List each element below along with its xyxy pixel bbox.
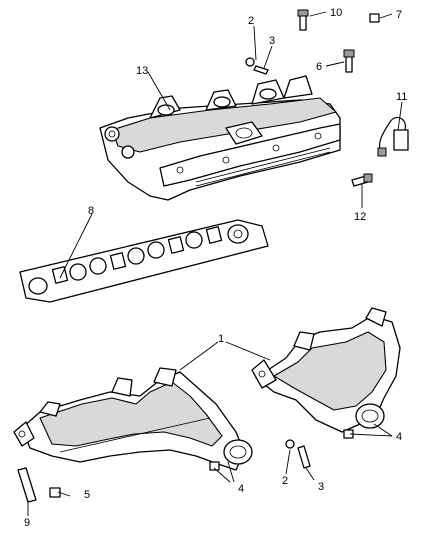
callout-8: 8 — [88, 205, 94, 217]
manifold-gasket — [19, 219, 269, 303]
callout-labels: 2 3 10 7 6 13 11 12 8 1 4 4 2 3 5 9 — [24, 7, 407, 529]
fasteners — [17, 9, 409, 503]
callout-3-top: 3 — [269, 35, 275, 47]
callout-7: 7 — [396, 9, 402, 21]
intake-manifold — [99, 75, 341, 201]
callout-5: 5 — [84, 489, 90, 501]
callout-4-left: 4 — [238, 483, 244, 495]
callout-2-bottom: 2 — [282, 475, 288, 487]
callout-13: 13 — [136, 65, 148, 77]
callout-2-top: 2 — [248, 15, 254, 27]
callout-9: 9 — [24, 517, 30, 529]
callout-6: 6 — [316, 61, 322, 73]
callout-4-right: 4 — [396, 431, 402, 443]
exhaust-manifold-rear — [251, 307, 401, 433]
callout-11: 11 — [396, 91, 407, 103]
callout-3-bottom: 3 — [318, 481, 324, 493]
exhaust-manifold-front — [13, 367, 253, 471]
callout-10: 10 — [330, 7, 342, 19]
callout-12: 12 — [354, 211, 366, 223]
callout-1: 1 — [218, 333, 224, 345]
leader-lines — [27, 11, 403, 516]
